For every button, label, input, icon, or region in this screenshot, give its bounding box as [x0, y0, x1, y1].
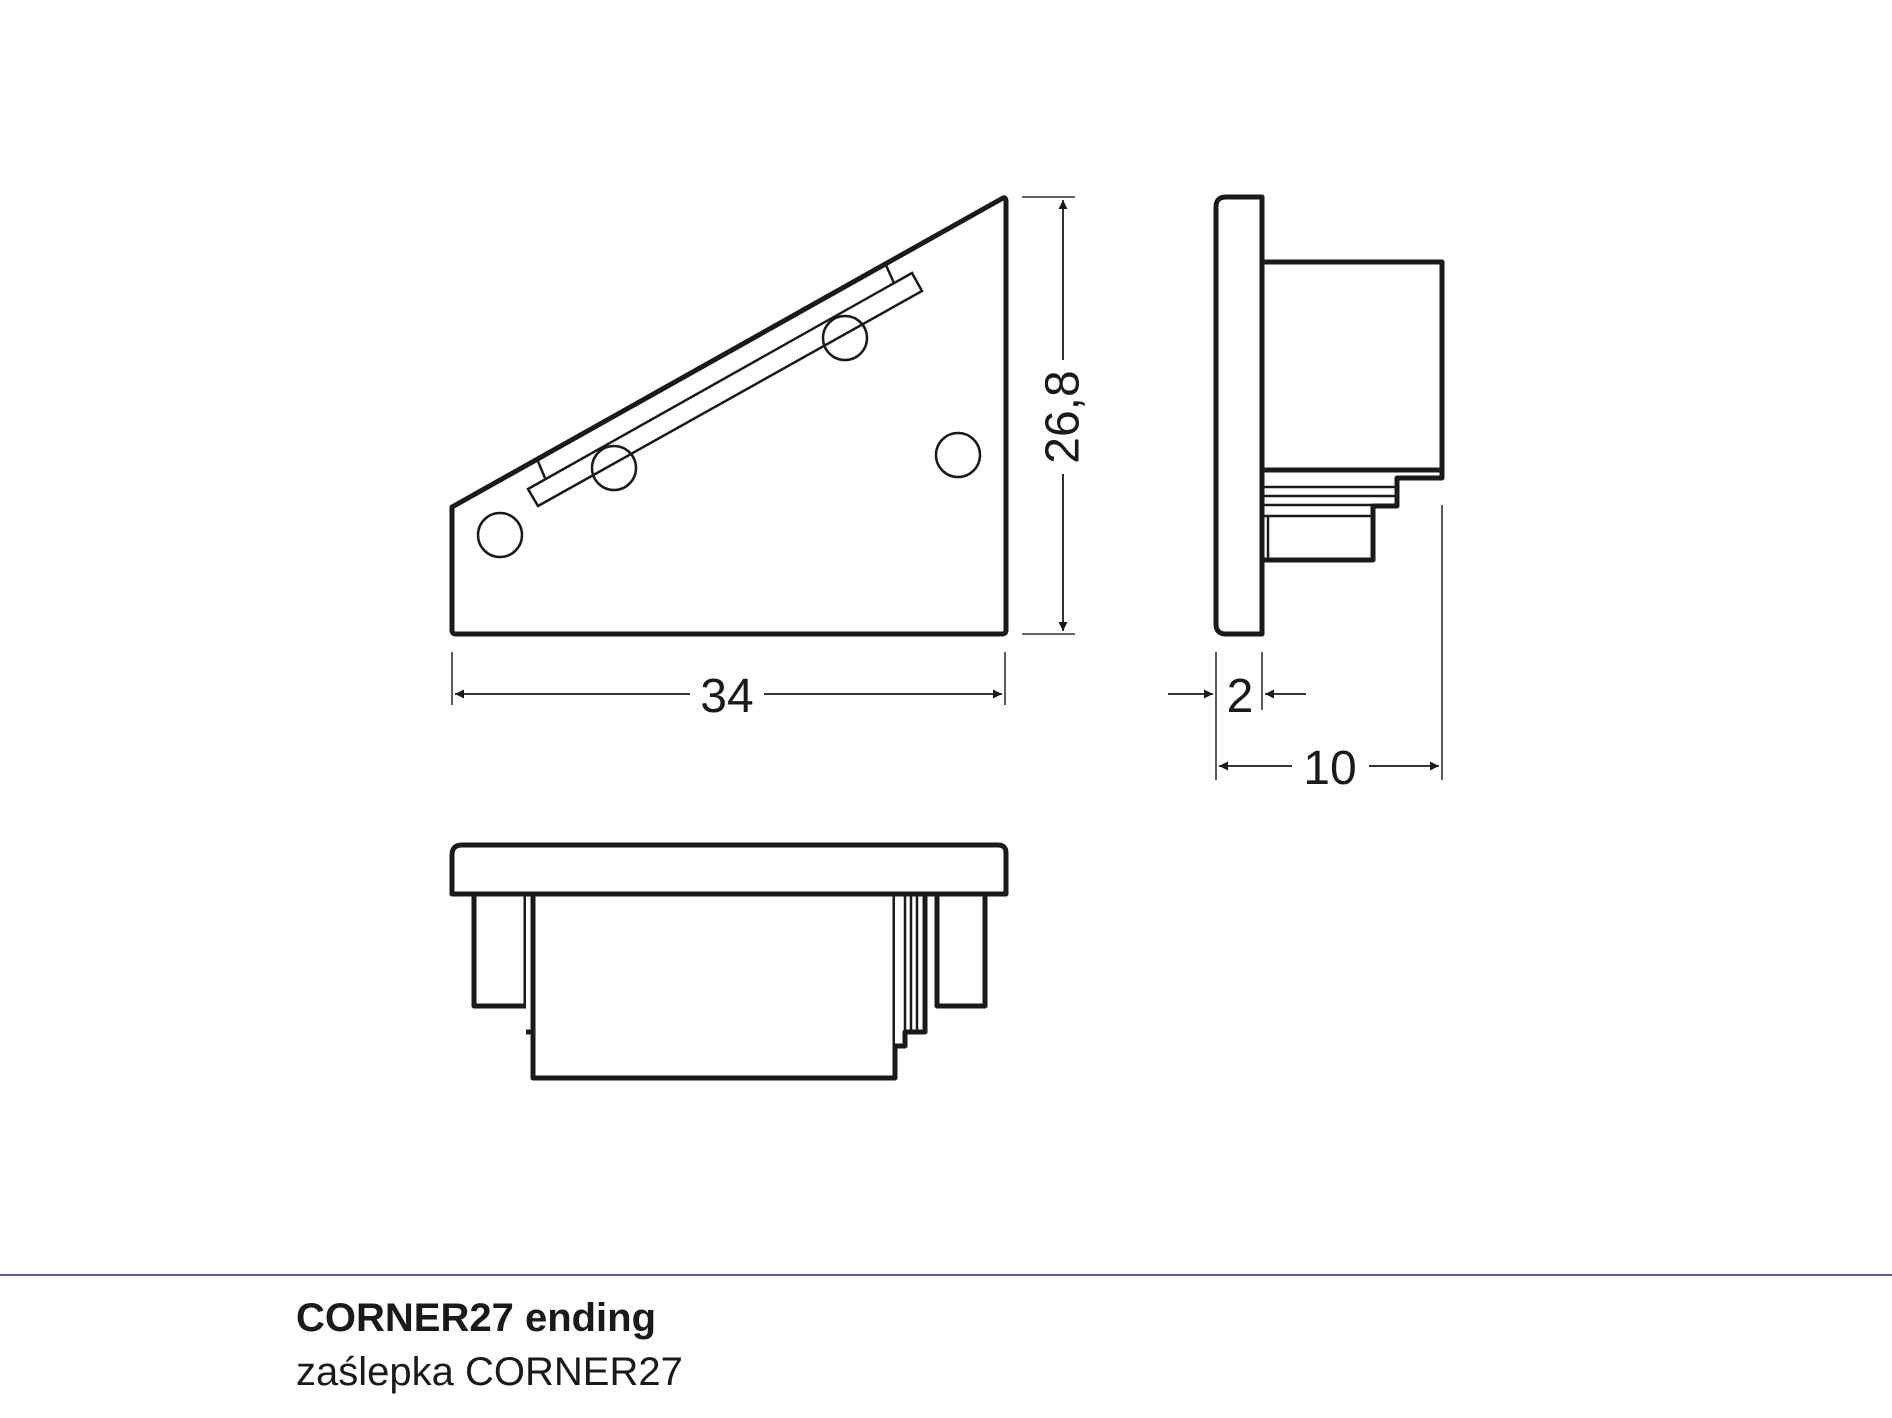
- width-dimension: 34: [451, 652, 1006, 723]
- product-subtitle: zaślepka CORNER27: [296, 1350, 683, 1394]
- side-view-body: [1259, 259, 1445, 473]
- width-dimension-label: 34: [700, 670, 753, 723]
- mounting-hole: [934, 431, 982, 479]
- height-dimension: 26,8: [1022, 196, 1090, 635]
- product-title: CORNER27 ending: [296, 1296, 657, 1340]
- caption-divider: [0, 1274, 1892, 1276]
- bottom-view-body: [530, 891, 898, 1081]
- bottom-view: [449, 842, 1009, 1081]
- side-view-tab-details: [1262, 485, 1395, 560]
- mounting-hole: [476, 511, 524, 559]
- front-view-groove: [526, 262, 924, 508]
- depth-dimension: 10: [1219, 742, 1439, 795]
- mounting-hole: [821, 314, 869, 362]
- flange-dimension: 2: [1168, 505, 1443, 780]
- bottom-view-plate: [449, 842, 1009, 897]
- bottom-view-right-leg: [934, 891, 988, 1009]
- mounting-hole: [590, 444, 638, 492]
- front-view: 34 26,8: [449, 195, 1090, 723]
- bottom-view-left-leg: [471, 891, 529, 1009]
- depth-dimension-label: 10: [1303, 742, 1356, 795]
- front-view-outline: [449, 195, 1009, 637]
- bottom-view-details: [526, 891, 928, 1078]
- flange-dimension-label: 2: [1227, 670, 1254, 723]
- side-view-flange: [1213, 194, 1265, 637]
- side-view: 2 10: [1168, 194, 1445, 795]
- height-dimension-label: 26,8: [1037, 370, 1090, 463]
